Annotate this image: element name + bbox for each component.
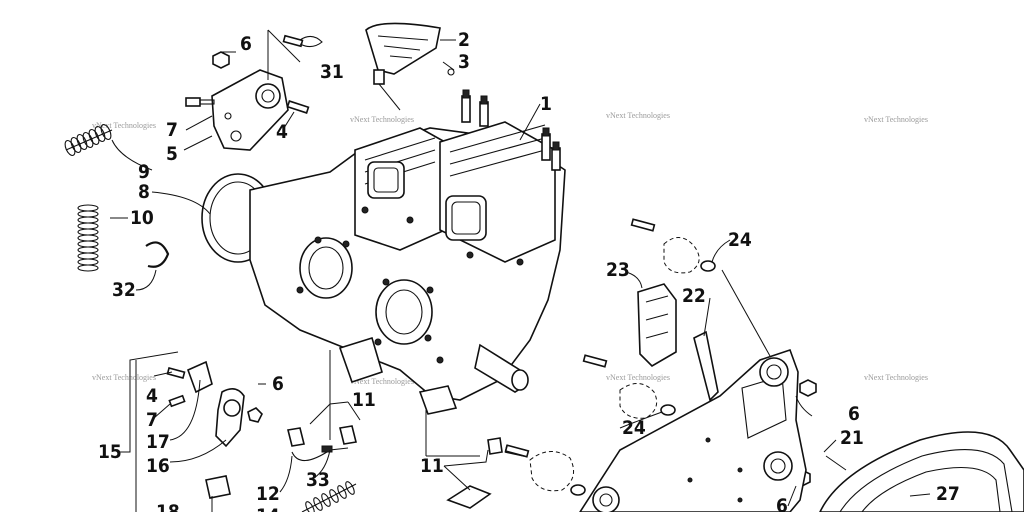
mount-outline: [663, 237, 700, 274]
callout-12: 12: [256, 483, 280, 505]
handle-insert: [447, 68, 455, 76]
watermark: vNext Technologies: [350, 115, 414, 124]
callout-22: 22: [682, 285, 706, 307]
callout-4: 4: [146, 385, 158, 407]
callout-6: 6: [272, 373, 284, 395]
callout-2: 2: [458, 29, 470, 51]
callout-21: 21: [840, 427, 864, 449]
callout-5: 5: [166, 143, 178, 165]
callout-11: 11: [420, 455, 444, 477]
callout-15: 15: [98, 441, 122, 463]
watermark: vNext Technologies: [864, 115, 928, 124]
drive-belt-27: [819, 431, 1024, 512]
vibration-damper-23: [637, 283, 677, 368]
callout-14: 14: [256, 505, 280, 512]
spring-14: [301, 481, 357, 512]
callout-labels: 1 2 3 4 4 5 6 6 6 6 7 7 8 9 10 11 11 12 …: [98, 29, 960, 512]
callout-32: 32: [112, 279, 136, 301]
spark-plugs: [461, 89, 561, 171]
callout-24: 24: [622, 417, 646, 439]
callout-8: 8: [138, 181, 150, 203]
intake-boot-left: [299, 237, 353, 299]
callout-31: 31: [320, 61, 344, 83]
exhaust-port-left: [367, 161, 405, 199]
callout-3: 3: [458, 51, 470, 73]
retaining-ring-32: [145, 241, 170, 268]
callout-27: 27: [936, 483, 960, 505]
fuel-hose: [287, 425, 357, 462]
watermark: vNext Technologies: [864, 373, 928, 382]
intake-boot-right: [375, 279, 433, 345]
bracket-22: [693, 330, 719, 402]
callout-11: 11: [352, 389, 376, 411]
callout-24: 24: [728, 229, 752, 251]
watermark: vNext Technologies: [606, 111, 670, 120]
front-mount-bracket: [185, 34, 323, 151]
rear-mount-assembly: [166, 360, 263, 512]
callout-17: 17: [146, 431, 170, 453]
watermark: vNext Technologies: [350, 377, 414, 386]
watermarks: vNext Technologies vNext Technologies vN…: [92, 111, 928, 386]
callout-4: 4: [276, 121, 288, 143]
callout-23: 23: [606, 259, 630, 281]
callout-33: 33: [306, 469, 330, 491]
callout-7: 7: [166, 119, 178, 141]
callout-18: 18: [156, 501, 180, 512]
fuel-pump: [338, 336, 383, 384]
watermark: vNext Technologies: [92, 373, 156, 382]
callout-6: 6: [240, 33, 252, 55]
callout-1: 1: [540, 93, 552, 115]
callout-10: 10: [130, 207, 154, 229]
callout-16: 16: [146, 455, 170, 477]
watermark: vNext Technologies: [606, 373, 670, 382]
spring-10: [77, 204, 99, 272]
callout-6: 6: [776, 495, 788, 512]
callout-7: 7: [146, 409, 158, 431]
callout-6: 6: [848, 403, 860, 425]
exhaust-port-right: [445, 195, 487, 241]
washers-24: [570, 260, 716, 496]
leader-lines: [110, 29, 931, 512]
engine-mount-plate: [579, 348, 807, 512]
callout-9: 9: [138, 161, 150, 183]
watermark: vNext Technologies: [92, 121, 156, 130]
spring-9: [64, 123, 113, 157]
engine-block: [201, 89, 566, 415]
recoil-handle: [365, 22, 441, 111]
